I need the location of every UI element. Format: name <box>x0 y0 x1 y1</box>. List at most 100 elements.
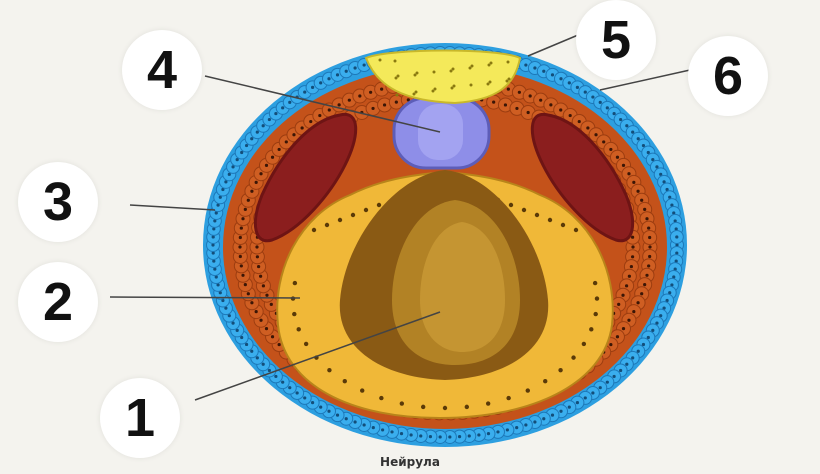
cell-nucleus <box>250 137 253 140</box>
endoderm-nucleus <box>377 203 381 207</box>
endoderm-nucleus <box>400 401 404 405</box>
endoderm-nucleus <box>595 296 599 300</box>
cell-nucleus <box>336 414 339 417</box>
cell-nucleus <box>240 264 243 267</box>
cell-nucleus <box>303 90 306 93</box>
cell-nucleus <box>328 108 331 111</box>
label-3: 3 <box>18 162 98 242</box>
cell-nucleus <box>369 91 372 94</box>
endoderm-nucleus <box>593 312 597 316</box>
cell-nucleus <box>643 283 646 286</box>
cell-nucleus <box>410 433 413 436</box>
cell-nucleus <box>533 420 536 423</box>
endoderm-nucleus <box>292 312 296 316</box>
endoderm-nucleus <box>312 228 316 232</box>
cell-nucleus <box>285 140 288 143</box>
cell-nucleus <box>265 294 268 297</box>
cell-nucleus <box>301 126 304 129</box>
cell-nucleus <box>496 430 499 433</box>
cell-nucleus <box>586 126 589 129</box>
cell-nucleus <box>637 350 640 353</box>
leader-line-2 <box>110 297 300 298</box>
label-6: 6 <box>688 36 768 116</box>
endoderm-nucleus <box>364 208 368 212</box>
cell-nucleus <box>270 303 273 306</box>
endoderm-nucleus <box>304 342 308 346</box>
neural-plate-dot <box>379 59 382 62</box>
cell-nucleus <box>542 70 545 73</box>
neural-plate-dot <box>487 83 490 86</box>
cell-nucleus <box>348 99 351 102</box>
cell-nucleus <box>631 236 634 239</box>
endoderm-nucleus <box>571 355 575 359</box>
cell-nucleus <box>353 66 356 69</box>
endoderm-nucleus <box>558 368 562 372</box>
cell-nucleus <box>288 101 291 104</box>
label-4: 4 <box>122 30 202 110</box>
cell-nucleus <box>487 432 490 435</box>
cell-nucleus <box>616 156 619 159</box>
cell-nucleus <box>395 101 398 104</box>
cell-nucleus <box>278 148 281 151</box>
endoderm-nucleus <box>548 218 552 222</box>
cell-nucleus <box>274 375 277 378</box>
cell-nucleus <box>568 81 571 84</box>
notochord-highlight <box>418 104 463 160</box>
neural-plate-dot <box>396 94 399 97</box>
cell-nucleus <box>274 112 277 115</box>
endoderm-nucleus <box>561 223 565 227</box>
cell-nucleus <box>609 148 612 151</box>
cell-nucleus <box>576 86 579 89</box>
cell-nucleus <box>647 226 650 229</box>
endoderm-nucleus <box>297 327 301 331</box>
cell-nucleus <box>529 94 532 97</box>
cell-nucleus <box>338 103 341 106</box>
leader-line-3 <box>130 205 215 210</box>
cell-nucleus <box>606 106 609 109</box>
cell-nucleus <box>241 274 244 277</box>
cell-nucleus <box>599 386 602 389</box>
cell-nucleus <box>259 275 262 278</box>
cell-nucleus <box>372 426 375 429</box>
cell-nucleus <box>627 319 630 322</box>
cell-nucleus <box>309 120 312 123</box>
neural-plate-dot <box>470 84 473 87</box>
cell-nucleus <box>569 114 572 117</box>
cell-nucleus <box>622 164 625 167</box>
cell-nucleus <box>506 428 509 431</box>
cell-nucleus <box>627 172 630 175</box>
cell-nucleus <box>296 391 299 394</box>
cell-nucleus <box>292 133 295 136</box>
endoderm-nucleus <box>338 218 342 222</box>
cell-nucleus <box>636 190 639 193</box>
endoderm-nucleus <box>509 203 513 207</box>
cell-nucleus <box>594 133 597 136</box>
cell-nucleus <box>584 90 587 93</box>
cell-nucleus <box>259 172 262 175</box>
cell-nucleus <box>262 124 265 127</box>
cell-nucleus <box>606 381 609 384</box>
neural-plate-dot <box>451 87 454 90</box>
cell-nucleus <box>617 303 620 306</box>
cell-nucleus <box>630 265 633 268</box>
cell-nucleus <box>631 131 634 134</box>
cell-nucleus <box>631 255 634 258</box>
cell-nucleus <box>609 343 612 346</box>
neural-plate-dot <box>394 60 397 63</box>
cell-nucleus <box>568 406 571 409</box>
endoderm-nucleus <box>535 213 539 217</box>
cell-nucleus <box>551 414 554 417</box>
cell-nucleus <box>507 88 510 91</box>
cell-nucleus <box>468 434 471 437</box>
cell-nucleus <box>311 401 314 404</box>
cell-nucleus <box>244 208 247 211</box>
cell-nucleus <box>327 410 330 413</box>
endoderm-nucleus <box>522 208 526 212</box>
cell-nucleus <box>380 88 383 91</box>
cell-nucleus <box>319 406 322 409</box>
cell-nucleus <box>559 410 562 413</box>
cell-nucleus <box>318 114 321 117</box>
cell-nucleus <box>625 124 628 127</box>
cell-nucleus <box>549 103 552 106</box>
cell-nucleus <box>247 199 250 202</box>
